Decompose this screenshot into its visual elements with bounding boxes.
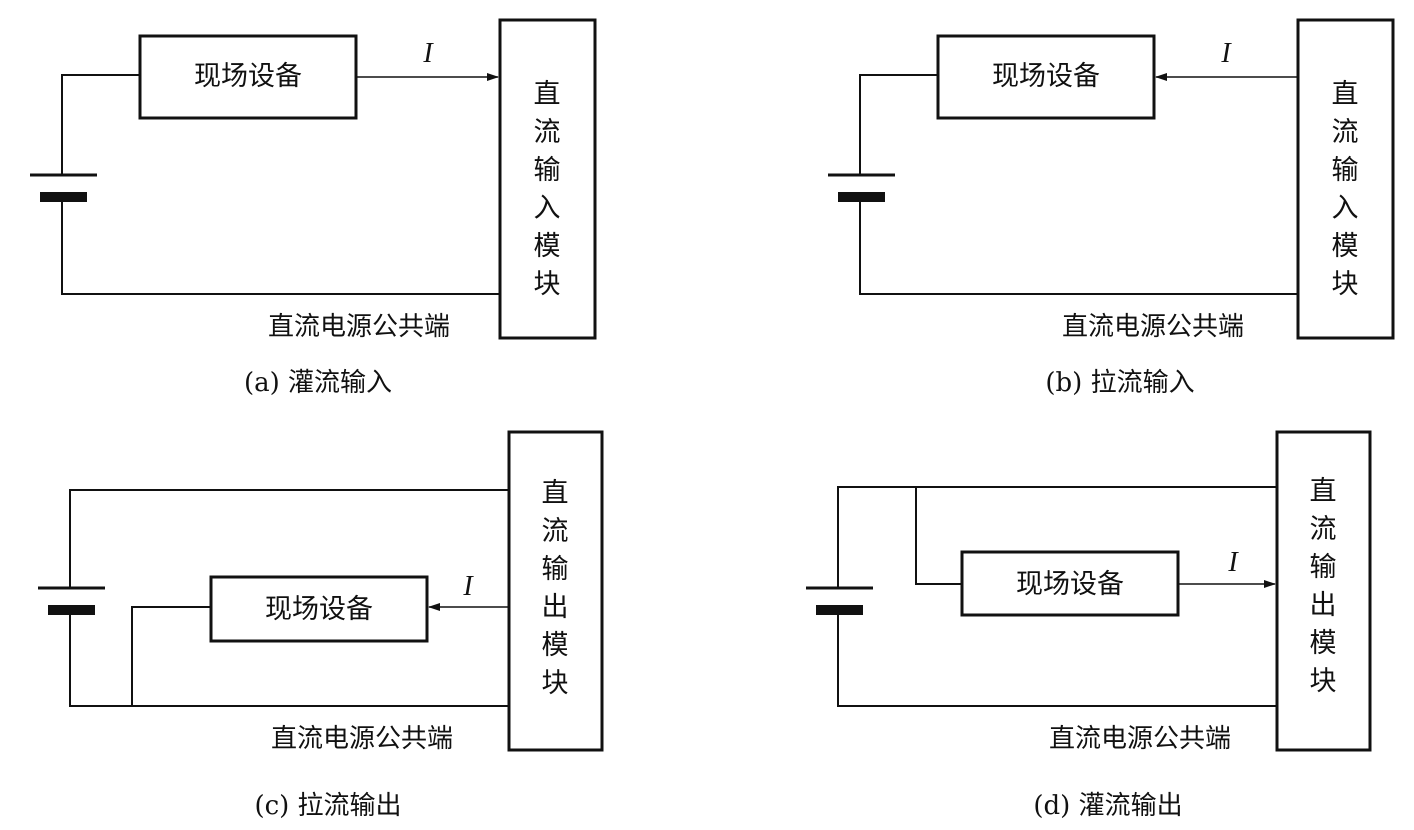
- panel-d-field-device: [960, 550, 1180, 617]
- panel-d-common-label: 直流电源公共端: [1049, 724, 1231, 754]
- panel-a-field-device-label: 现场设备: [194, 61, 302, 92]
- module-char: 输: [534, 155, 561, 186]
- panel-b-bottom-wire: [859, 197, 1298, 295]
- panel-d-sink-output: 现场设备 I 直 流 输 出 模 块 直流电源公共端 (d) 灌流输出: [806, 430, 1372, 821]
- panel-c-battery-icon: [38, 586, 105, 615]
- module-char: 入: [534, 193, 561, 224]
- module-char: 流: [1310, 514, 1337, 545]
- panel-a-current-label: I: [422, 38, 434, 69]
- panel-a-sink-input: 现场设备 I 直 流 输 入 模 块 直流电源公共端 (a) 灌流输入: [30, 18, 597, 398]
- panel-d-top-wire: [837, 486, 1277, 588]
- panel-d-current-label: I: [1227, 547, 1239, 578]
- panel-c-module-label: 直 流 输 出 模 块: [542, 478, 569, 699]
- module-char: 出: [1310, 590, 1337, 621]
- panel-c-caption: (c) 拉流输出: [254, 791, 401, 821]
- panel-b-battery-icon: [828, 173, 895, 202]
- panel-d-device-feed-wire: [915, 487, 962, 585]
- module-char: 输: [1310, 552, 1337, 583]
- panel-a-top-wire: [61, 74, 140, 175]
- module-char: 流: [542, 516, 569, 547]
- panel-c-common-label: 直流电源公共端: [271, 724, 453, 754]
- module-char: 直: [542, 478, 569, 509]
- module-char: 块: [542, 668, 569, 699]
- panel-a-module-label: 直 流 输 入 模 块: [534, 79, 561, 300]
- panel-c-bottom-wire: [69, 610, 509, 707]
- panel-d-bottom-wire: [837, 610, 1277, 707]
- panel-c-device-return-wire: [131, 606, 211, 706]
- module-char: 直: [534, 79, 561, 110]
- panel-c-source-output: 现场设备 I 直 流 输 出 模 块 直流电源公共端 (c) 拉流输出: [38, 430, 604, 821]
- module-char: 出: [542, 592, 569, 623]
- panel-c-dc-module: [507, 430, 604, 752]
- module-char: 流: [534, 117, 561, 148]
- module-char: 模: [1332, 231, 1359, 262]
- module-char: 块: [534, 269, 561, 300]
- module-char: 块: [1332, 269, 1359, 300]
- module-char: 模: [1310, 628, 1337, 659]
- module-char: 流: [1332, 117, 1359, 148]
- panel-c-current-label: I: [462, 571, 474, 602]
- panel-b-field-device: [936, 34, 1156, 120]
- module-char: 直: [1310, 476, 1337, 507]
- module-char: 块: [1310, 666, 1337, 697]
- panel-d-module-label: 直 流 输 出 模 块: [1310, 476, 1337, 697]
- panel-a-bottom-wire: [61, 197, 500, 295]
- module-char: 模: [542, 630, 569, 661]
- panel-a-battery-icon: [30, 173, 97, 202]
- panel-b-module-label: 直 流 输 入 模 块: [1332, 79, 1359, 300]
- panel-c-top-wire: [69, 489, 509, 588]
- panel-d-dc-module: [1275, 430, 1372, 752]
- panel-b-field-device-label: 现场设备: [992, 61, 1100, 92]
- panel-d-field-device-label: 现场设备: [1016, 569, 1124, 600]
- panel-a-caption: (a) 灌流输入: [244, 368, 392, 398]
- panel-c-field-device: [209, 575, 429, 643]
- module-char: 入: [1332, 193, 1359, 224]
- panel-b-common-label: 直流电源公共端: [1062, 312, 1244, 342]
- panel-b-dc-module: [1296, 18, 1395, 340]
- module-char: 模: [534, 231, 561, 262]
- panel-b-current-label: I: [1220, 38, 1232, 69]
- panel-a-common-label: 直流电源公共端: [268, 312, 450, 342]
- module-char: 输: [542, 554, 569, 585]
- panel-b-top-wire: [859, 74, 938, 175]
- module-char: 输: [1332, 155, 1359, 186]
- panel-c-field-device-label: 现场设备: [265, 594, 373, 625]
- module-char: 直: [1332, 79, 1359, 110]
- panel-b-caption: (b) 拉流输入: [1045, 368, 1194, 398]
- panel-a-dc-module: [498, 18, 597, 340]
- panel-b-source-input: 现场设备 I 直 流 输 入 模 块 直流电源公共端 (b) 拉流输入: [828, 18, 1395, 398]
- panel-d-caption: (d) 灌流输出: [1033, 791, 1182, 821]
- panel-d-battery-icon: [806, 586, 873, 615]
